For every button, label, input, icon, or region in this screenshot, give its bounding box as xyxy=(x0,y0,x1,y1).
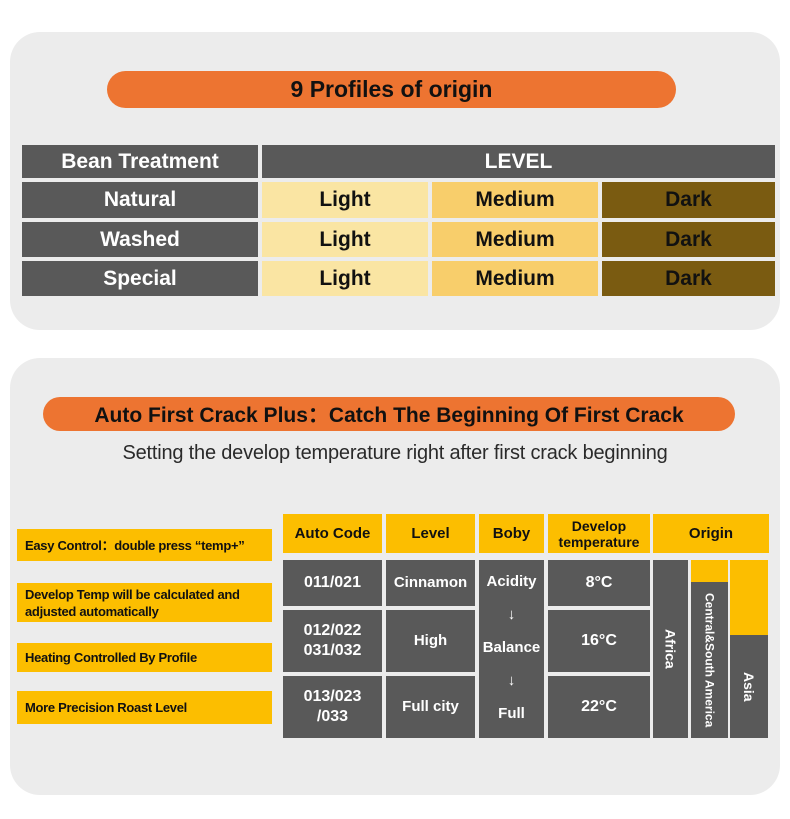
header-boby: Boby xyxy=(479,514,544,553)
profiles-title-pill: 9 Profiles of origin xyxy=(107,71,676,108)
roast-level-table: Bean Treatment LEVEL Natural Light Mediu… xyxy=(22,145,775,296)
cell-washed-medium: Medium xyxy=(432,222,598,257)
cell-code-row1: 011/021 xyxy=(283,560,382,606)
cell-code-row2: 012/022 031/032 xyxy=(283,610,382,672)
row-label-special: Special xyxy=(22,261,258,296)
auto-first-crack-title-pill: Auto First Crack Plus：Catch The Beginnin… xyxy=(43,397,735,431)
feature-develop-temp-auto: Develop Temp will be calculated and adju… xyxy=(17,583,272,622)
down-arrow-icon: ↓ xyxy=(507,606,516,623)
cell-boby-scale: Acidity ↓ Balance ↓ Full xyxy=(479,560,544,738)
origin-africa: Africa xyxy=(653,560,688,738)
cell-washed-light: Light xyxy=(262,222,428,257)
header-origin: Origin xyxy=(653,514,769,553)
down-arrow-icon: ↓ xyxy=(507,672,516,689)
feature-heating-by-profile: Heating Controlled By Profile xyxy=(17,643,272,672)
auto-first-crack-card: Auto First Crack Plus：Catch The Beginnin… xyxy=(10,358,780,795)
header-level: Level xyxy=(386,514,475,553)
feature-precision-roast: More Precision Roast Level xyxy=(17,691,272,724)
cell-temp-row3: 22°C xyxy=(548,676,650,738)
cell-natural-medium: Medium xyxy=(432,182,598,218)
cell-code-row3: 013/023 /033 xyxy=(283,676,382,738)
boby-acidity: Acidity xyxy=(486,573,537,590)
origin-asia: Asia xyxy=(730,635,768,738)
cell-temp-row2: 16°C xyxy=(548,610,650,672)
row-label-natural: Natural xyxy=(22,182,258,218)
feature-easy-control: Easy Control：double press “temp+” xyxy=(17,529,272,561)
col-header-level: LEVEL xyxy=(262,145,775,178)
auto-first-crack-subtitle: Setting the develop temperature right af… xyxy=(122,442,668,464)
cell-washed-dark: Dark xyxy=(602,222,775,257)
origin-central-south-america-spacer xyxy=(691,560,728,582)
cell-special-medium: Medium xyxy=(432,261,598,296)
boby-balance: Balance xyxy=(482,639,541,656)
cell-special-dark: Dark xyxy=(602,261,775,296)
cell-level-row3: Full city xyxy=(386,676,475,738)
header-auto-code: Auto Code xyxy=(283,514,382,553)
cell-natural-dark: Dark xyxy=(602,182,775,218)
cell-special-light: Light xyxy=(262,261,428,296)
header-develop-temperature: Develop temperature xyxy=(548,514,650,553)
cell-level-row1: Cinnamon xyxy=(386,560,475,606)
cell-level-row2: High xyxy=(386,610,475,672)
col-header-bean-treatment: Bean Treatment xyxy=(22,145,258,178)
auto-first-crack-title: Auto First Crack Plus：Catch The Beginnin… xyxy=(94,404,684,427)
origin-asia-spacer xyxy=(730,560,768,635)
boby-full: Full xyxy=(498,705,525,722)
cell-natural-light: Light xyxy=(262,182,428,218)
origin-central-south-america: Central&South America xyxy=(691,582,728,738)
profiles-of-origin-card: 9 Profiles of origin Bean Treatment LEVE… xyxy=(10,32,780,330)
profiles-title: 9 Profiles of origin xyxy=(290,76,493,102)
cell-temp-row1: 8°C xyxy=(548,560,650,606)
row-label-washed: Washed xyxy=(22,222,258,257)
